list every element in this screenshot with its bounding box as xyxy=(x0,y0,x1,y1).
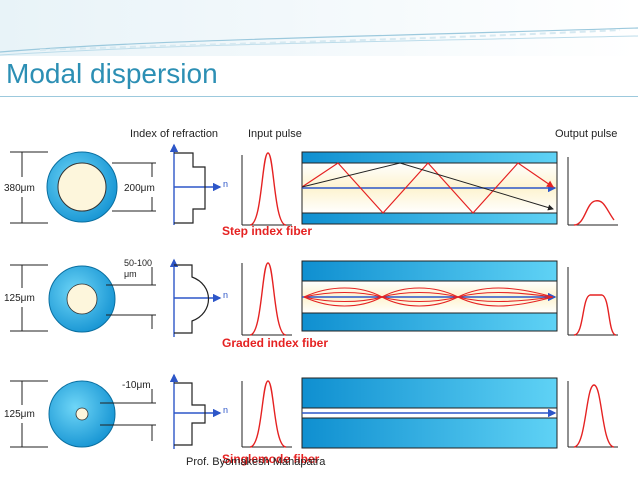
inner-dim-label: -10μm xyxy=(122,380,151,391)
outer-dim-label: 125μm xyxy=(4,293,35,304)
ray-zigzag xyxy=(301,162,554,214)
outer-dim-label: 125μm xyxy=(4,409,35,420)
index-profile-graded xyxy=(174,264,209,334)
fiber-diagram: Index of refraction Input pulse Output p… xyxy=(4,128,618,466)
outer-dimension xyxy=(10,264,48,332)
row-graded-index: 125μm 50-100 μm n Graded index fi xyxy=(4,258,618,350)
ray-sinusoids xyxy=(303,287,554,307)
title-underline xyxy=(0,96,638,97)
slide-title: Modal dispersion xyxy=(6,58,218,89)
outer-dim-label: 380μm xyxy=(4,183,35,194)
row-singlemode: 125μm -10μm n Singlemode fiber xyxy=(4,373,618,466)
index-profile-step xyxy=(174,152,206,224)
inner-dim-label-1: 50-100 xyxy=(124,258,152,268)
index-axis-n: n xyxy=(223,179,228,189)
caption-graded-index: Graded index fiber xyxy=(222,336,328,350)
input-pulse-curve xyxy=(249,152,287,226)
index-axis-n: n xyxy=(223,405,228,415)
header-output-pulse: Output pulse xyxy=(555,128,617,140)
inner-dim-label-2: μm xyxy=(124,269,137,279)
fiber-cross-section-core xyxy=(75,407,89,421)
outer-dimension xyxy=(10,380,48,448)
caption-step-index: Step index fiber xyxy=(222,224,312,238)
fiber-cross-section-core xyxy=(57,162,107,212)
header-decoration xyxy=(0,0,638,56)
header-index-of-refraction: Index of refraction xyxy=(130,128,218,140)
index-profile-singlemode xyxy=(174,382,206,446)
input-pulse-curve xyxy=(249,380,287,448)
row-step-index: 380μm 200μm n Step index fiber xyxy=(4,143,618,238)
ray-steep xyxy=(301,162,554,211)
outer-dimension xyxy=(10,151,48,224)
footer-author: Prof. Byomakesh Mahapatra xyxy=(186,456,326,468)
output-pulse-curve xyxy=(573,200,615,226)
output-pulse-curve xyxy=(573,384,615,448)
header-input-pulse: Input pulse xyxy=(248,128,302,140)
inner-dim-label: 200μm xyxy=(124,183,155,194)
inner-dimension xyxy=(112,162,156,212)
index-axis-n: n xyxy=(223,290,228,300)
inner-dimension xyxy=(100,389,156,441)
output-pulse-curve xyxy=(573,294,617,336)
caption-singlemode: Singlemode fiber xyxy=(222,452,320,466)
inner-dimension xyxy=(106,267,156,329)
fiber-cross-section-core xyxy=(66,283,98,315)
input-pulse-curve xyxy=(249,262,287,336)
